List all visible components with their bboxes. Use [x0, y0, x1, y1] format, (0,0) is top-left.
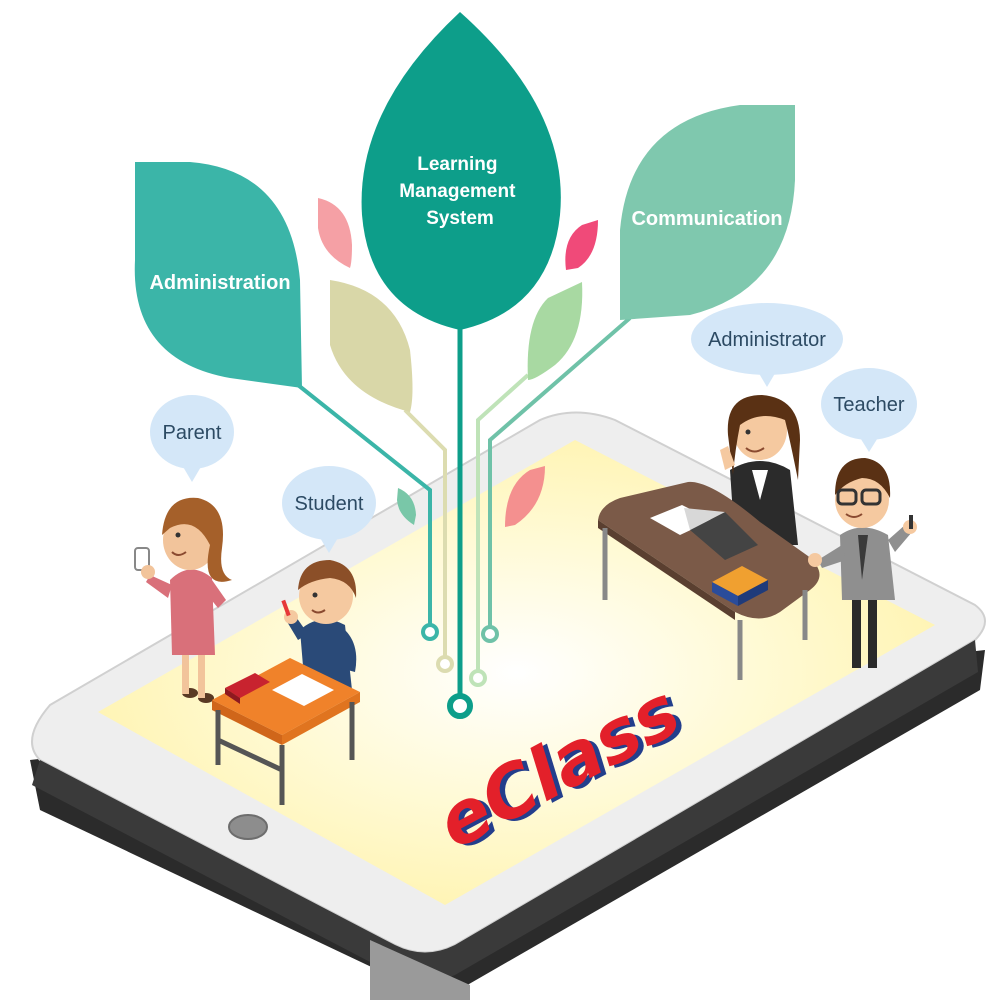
administrator-desk	[598, 481, 820, 680]
teacher-glasses	[836, 488, 858, 506]
node-lms[interactable]	[447, 693, 473, 719]
branch-line-communication	[488, 316, 632, 632]
student-desk	[212, 658, 360, 805]
leaf-pink-small-right[interactable]	[565, 220, 598, 270]
bubble-administrator: Administrator	[691, 303, 843, 387]
bubble-label-student: Student	[295, 493, 364, 515]
node-communication[interactable]	[481, 625, 499, 643]
leaf-communication[interactable]	[620, 105, 795, 320]
leaf-label-administration: Administration	[149, 272, 290, 294]
leaf-teal-small[interactable]	[397, 488, 416, 525]
leaf-khaki[interactable]	[330, 280, 413, 412]
leaves: Learning Management System Administratio…	[134, 12, 795, 527]
node-administration[interactable]	[421, 623, 439, 641]
student-desk-book	[225, 673, 270, 698]
leaf-pink-small-left[interactable]	[318, 198, 352, 268]
node-khaki[interactable]	[436, 655, 454, 673]
administrator-desk-books	[712, 566, 768, 596]
leaf-salmon-small[interactable]	[505, 466, 545, 527]
parent-figure	[134, 497, 232, 703]
bubble-label-parent: Parent	[163, 422, 222, 444]
administrator-laptop	[690, 512, 758, 560]
leaf-lms[interactable]	[361, 12, 561, 330]
leaf-label-communication: Communication	[631, 208, 782, 230]
branch-line-khaki	[403, 408, 447, 662]
student-desk-paper	[272, 674, 334, 706]
branch-line-light-green	[476, 373, 530, 675]
tablet-bottom-edge	[32, 640, 978, 983]
speech-bubbles: Parent Student Administrator Teacher	[150, 303, 917, 553]
bubble-teacher: Teacher	[821, 368, 917, 452]
node-light-green[interactable]	[469, 669, 487, 687]
leaf-label-lms: Learning Management System	[399, 154, 520, 229]
student-figure	[281, 560, 357, 690]
student-pencil	[281, 599, 291, 617]
bubble-parent: Parent	[150, 395, 234, 482]
leaf-light-green[interactable]	[527, 282, 583, 380]
teacher-figure	[808, 458, 917, 668]
tablet-dock-tab	[370, 940, 470, 1000]
bubble-label-teacher: Teacher	[833, 394, 904, 416]
tablet-home-button[interactable]	[228, 814, 268, 840]
administrator-figure	[720, 395, 800, 545]
branch-line-administration	[296, 383, 432, 630]
leaf-administration[interactable]	[134, 162, 302, 388]
bubble-label-administrator: Administrator	[708, 329, 826, 351]
bubble-student: Student	[282, 466, 376, 553]
branch-lines	[296, 316, 632, 719]
